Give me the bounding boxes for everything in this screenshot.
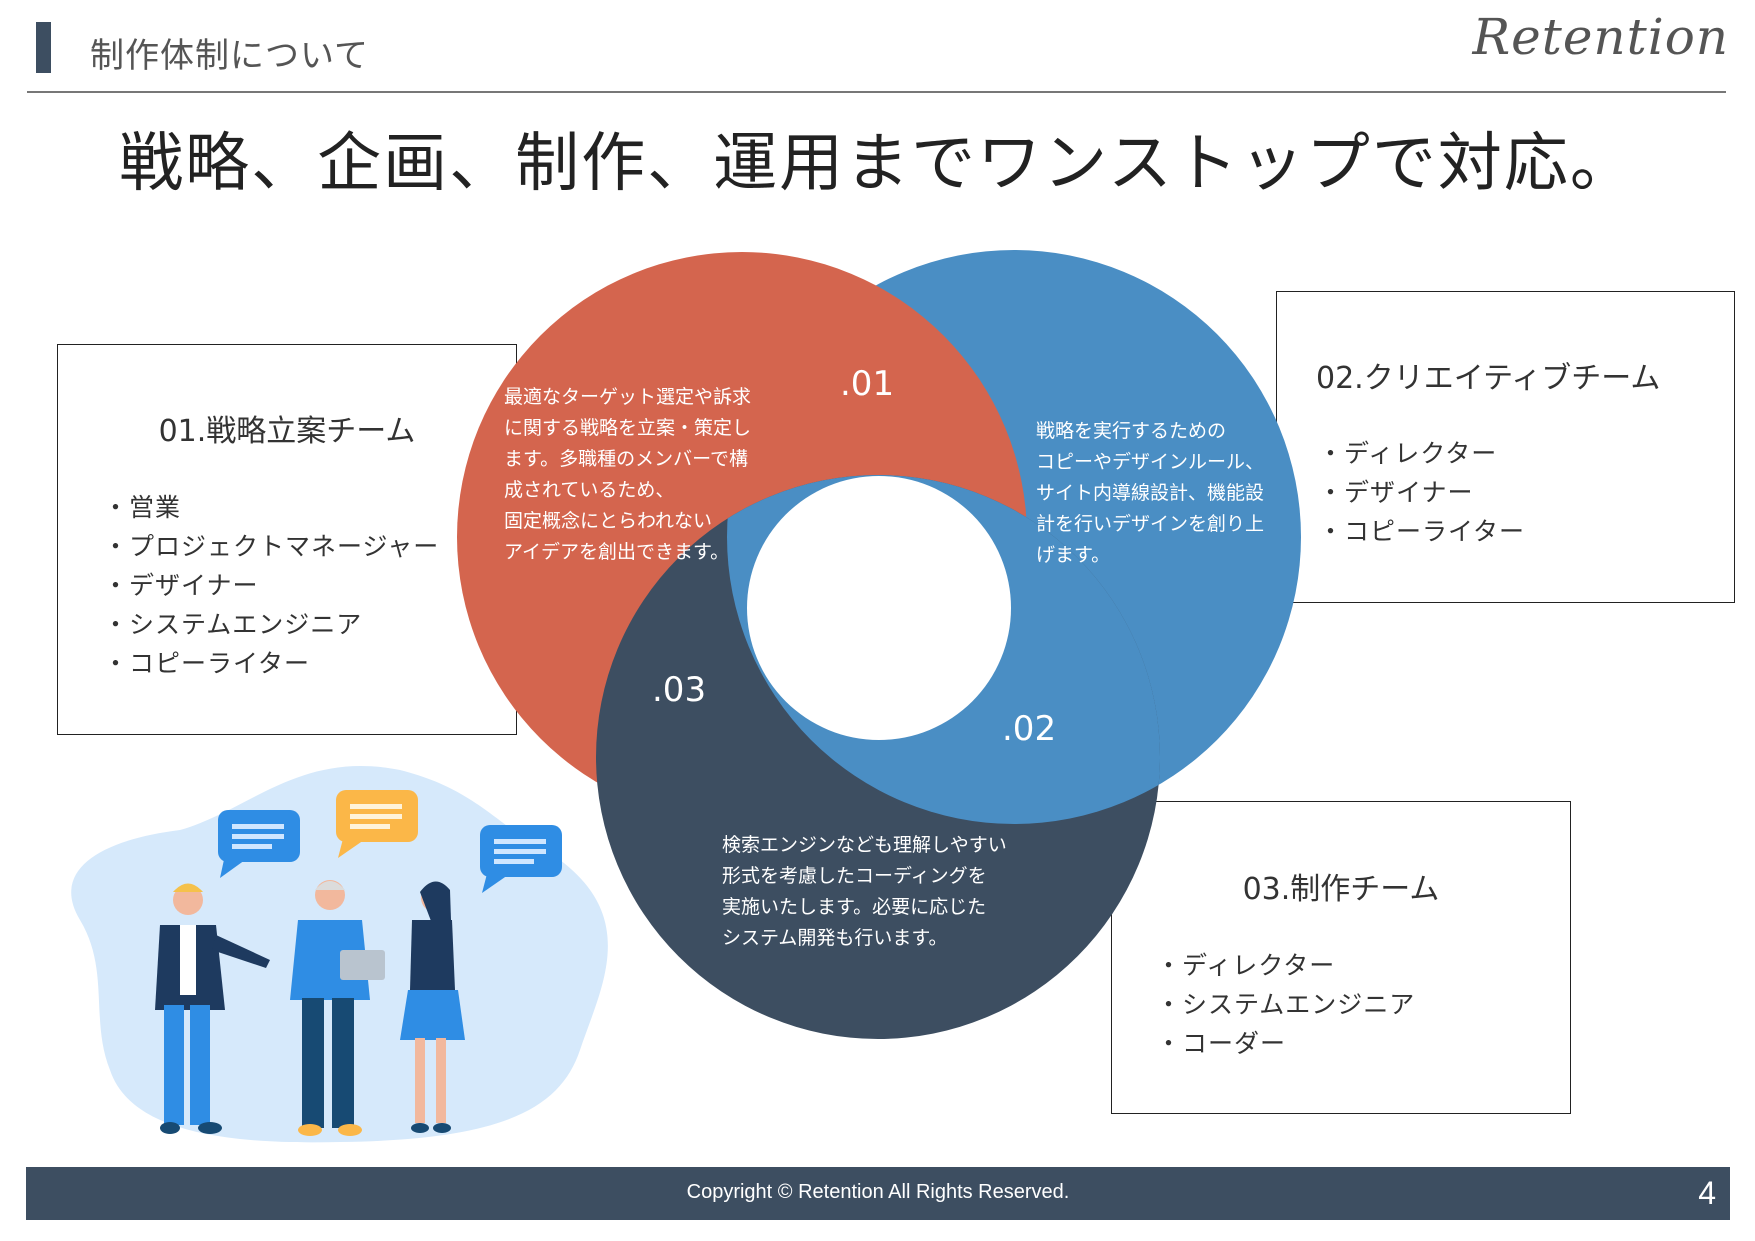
speech-bubble-icon [480,825,562,893]
text-line: ます。多職種のメンバーで構 [504,448,748,470]
header-accent-bar [36,22,51,73]
team-meeting-illustration [71,765,608,1143]
member-item: ・ディレクター [1318,439,1498,468]
text-line: 戦略を実行するための [1036,420,1227,442]
production-number: .03 [652,670,707,710]
person-icon [155,883,270,1134]
member-item: ・デザイナー [1318,478,1474,507]
production-description: 検索エンジンなども理解しやすい 形式を考慮したコーディングを 実施いたします。必… [722,830,1007,954]
team-box-creative [1276,291,1735,603]
member-item: ・コーダー [1156,1029,1287,1058]
team-box-production [1111,801,1571,1114]
page-title: 戦略、企画、制作、運用までワンストップで対応。 [119,127,1636,201]
creative-description: 戦略を実行するための コピーやデザインルール、 サイト内導線設計、機能設 計を行… [1036,416,1264,571]
text-line: に関する戦略を立案・策定し [504,417,752,439]
text-line: システム開発も行います。 [722,927,948,949]
member-item: ・営業 [103,493,182,522]
text-line: 検索エンジンなども理解しやすい [722,834,1007,856]
footer: Copyright © Retention All Rights Reserve… [26,1167,1730,1220]
member-item: ・コピーライター [103,649,311,678]
member-item: ・デザイナー [103,571,259,600]
speech-bubble-icon [336,790,418,858]
text-line: 固定概念にとらわれない [504,510,713,532]
member-item: ・ディレクター [1156,951,1336,980]
text-line: 形式を考慮したコーディングを [722,865,987,887]
team-title-strategy: 01.戦略立案チーム [158,414,416,449]
text-line: げます。 [1036,544,1111,566]
team-title-production: 03.制作チーム [1242,872,1440,907]
person-icon [340,881,465,1133]
page-number: 4 [1698,1175,1716,1211]
member-item: ・コピーライター [1318,517,1526,546]
team-box-strategy [57,344,517,735]
text-line: サイト内導線設計、機能設 [1036,482,1265,504]
speech-bubble-icon [218,810,300,878]
strategy-number: .01 [840,364,895,404]
strategy-description: 最適なターゲット選定や訴求 に関する戦略を立案・策定し ます。多職種のメンバーで… [504,382,751,568]
member-item: ・システムエンジニア [1156,990,1416,1019]
creative-number: .02 [1002,709,1057,749]
text-line: コピーやデザインルール、 [1036,451,1265,473]
logo: Retention [1472,8,1729,66]
section-title: 制作体制について [90,36,369,76]
copyright-text: Copyright © Retention All Rights Reserve… [686,1181,1070,1203]
text-line: アイデアを創出できます。 [504,541,730,563]
text-line: 最適なターゲット選定や訴求 [504,386,752,408]
center-hole [747,476,1011,740]
header-divider [27,91,1726,93]
text-line: 実施いたします。必要に応じた [722,896,987,918]
member-item: ・プロジェクトマネージャー [103,532,440,561]
member-item: ・システムエンジニア [103,610,363,639]
text-line: 計を行いデザインを創り上 [1036,513,1265,535]
text-line: 成されているため、 [504,479,675,501]
team-title-creative: 02.クリエイティブチーム [1316,361,1661,396]
